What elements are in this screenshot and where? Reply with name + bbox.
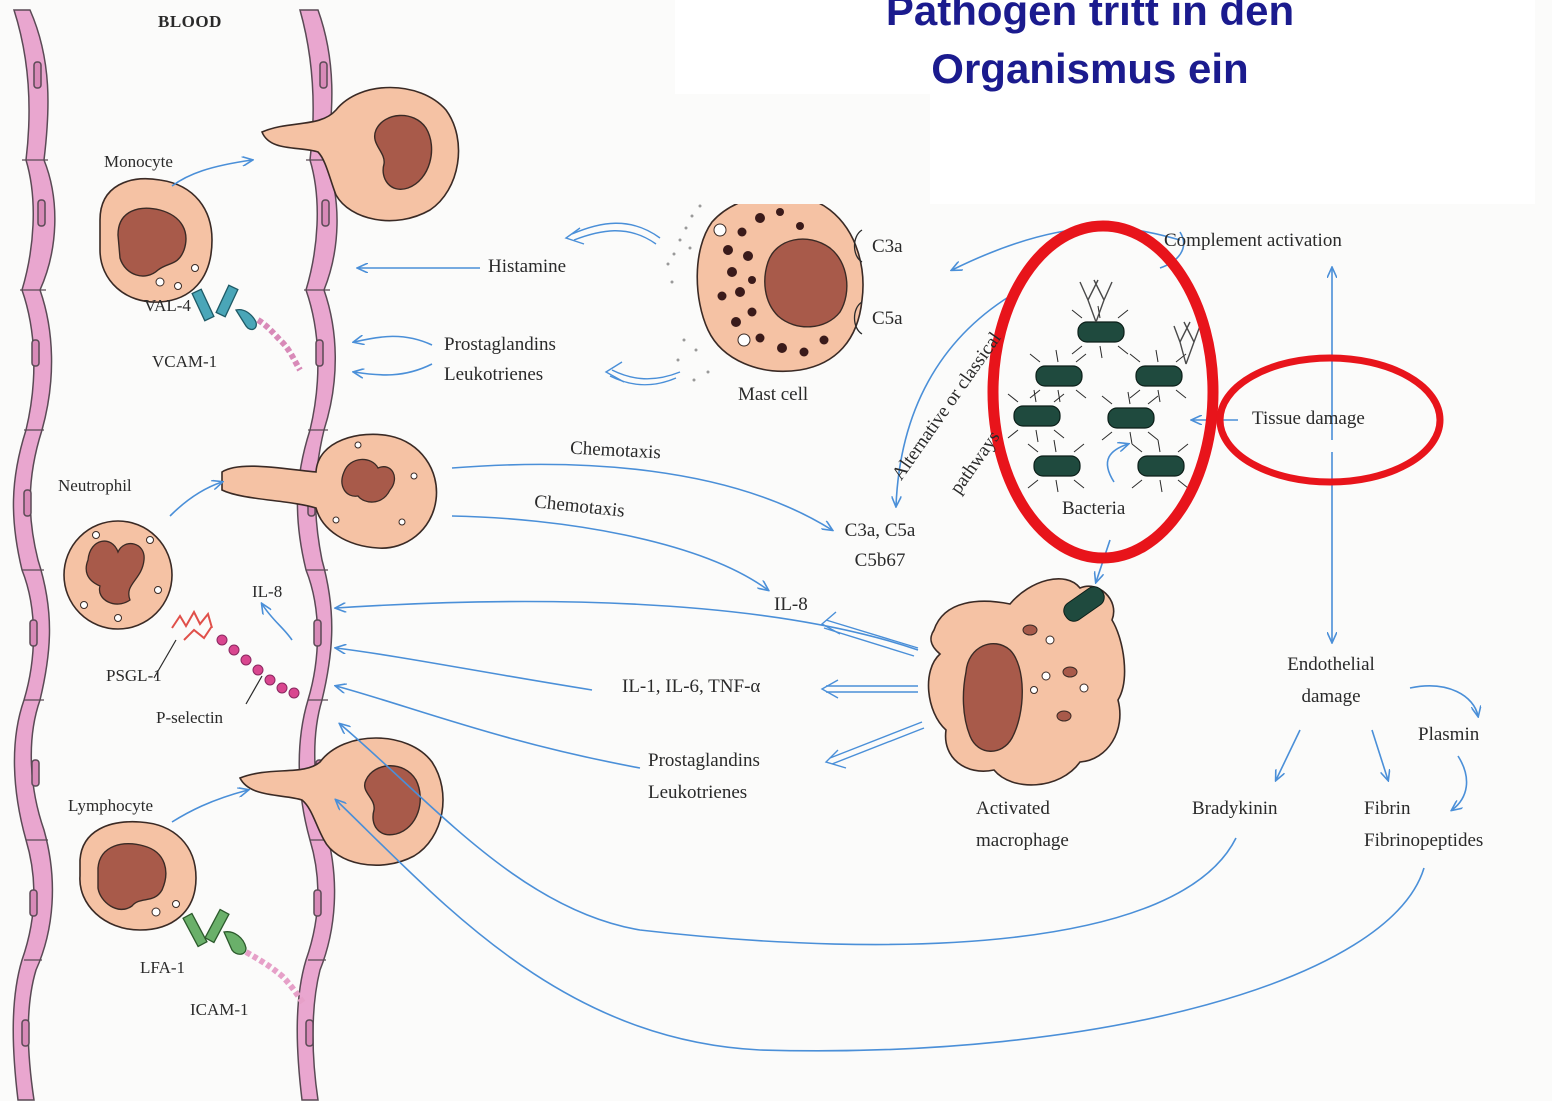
histamine-label: Histamine xyxy=(488,256,566,279)
psgl1-ligand xyxy=(172,612,212,640)
il8-center-label: IL-8 xyxy=(774,594,808,617)
damage-label: damage xyxy=(1262,686,1400,709)
prostaglandins-bottom-label: Prostaglandins xyxy=(648,750,760,773)
c5a-label: C5a xyxy=(872,308,903,331)
psgl1-label: PSGL-1 xyxy=(106,666,162,686)
lymphocyte-migrating xyxy=(240,738,443,865)
macrophage-label: macrophage xyxy=(976,830,1069,853)
mast-cell-label: Mast cell xyxy=(738,384,808,407)
monocyte-migrating xyxy=(262,88,459,221)
p-selectin-label: P-selectin xyxy=(156,708,223,728)
prostaglandins-top-label: Prostaglandins xyxy=(444,334,556,357)
chemotaxis-label-1: Chemotaxis xyxy=(569,438,661,466)
neutrophil-migrating xyxy=(222,434,437,548)
fibrinopeptides-label: Fibrinopeptides xyxy=(1364,830,1483,853)
endothelial-label: Endothelial xyxy=(1262,654,1400,677)
title-line-2: Organismus ein xyxy=(675,40,1505,98)
icam1-chain xyxy=(246,952,304,1004)
title-line-1: Pathogen tritt in den xyxy=(675,0,1505,40)
activated-macrophage xyxy=(929,579,1125,785)
c3a-label: C3a xyxy=(872,236,903,259)
page-title: Pathogen tritt in den Organismus ein xyxy=(675,0,1505,98)
plasmin-label: Plasmin xyxy=(1418,724,1479,747)
neutrophil-cell xyxy=(64,521,172,629)
activated-label: Activated xyxy=(976,798,1050,821)
p-selectin-leader-line xyxy=(246,676,262,704)
blood-label: BLOOD xyxy=(158,12,222,32)
fibrin-label: Fibrin xyxy=(1364,798,1410,821)
vcam1-chain xyxy=(258,320,300,370)
leukotrienes-top-label: Leukotrienes xyxy=(444,364,543,387)
val4-receptor xyxy=(192,285,256,329)
lymphocyte-cell xyxy=(80,822,196,930)
vessel-wall-left xyxy=(13,10,55,1100)
vcam1-label: VCAM-1 xyxy=(152,352,217,372)
bacteria-label: Bacteria xyxy=(1062,498,1125,521)
il1-il6-tnf-label: IL-1, IL-6, TNF-α xyxy=(622,676,760,699)
il8-left-label: IL-8 xyxy=(252,582,282,602)
p-selectin-chain xyxy=(217,635,299,698)
monocyte-cell xyxy=(100,179,212,302)
c3a-c5a-label: C3a, C5a xyxy=(840,520,920,543)
bacteria-cluster xyxy=(1008,280,1200,492)
monocyte-label: Monocyte xyxy=(104,152,173,172)
neutrophil-label: Neutrophil xyxy=(58,476,132,496)
bradykinin-label: Bradykinin xyxy=(1192,798,1278,821)
lfa1-label: LFA-1 xyxy=(140,958,185,978)
val4-label: VAL-4 xyxy=(144,296,191,316)
lymphocyte-label: Lymphocyte xyxy=(68,796,153,816)
leukotrienes-bottom-label: Leukotrienes xyxy=(648,782,747,805)
lfa1-receptor xyxy=(183,910,246,955)
c5b67-label: C5b67 xyxy=(840,550,920,573)
tissue-damage-label: Tissue damage xyxy=(1252,408,1365,431)
icam1-label: ICAM-1 xyxy=(190,1000,249,1020)
complement-activation-label: Complement activation xyxy=(1164,230,1342,253)
